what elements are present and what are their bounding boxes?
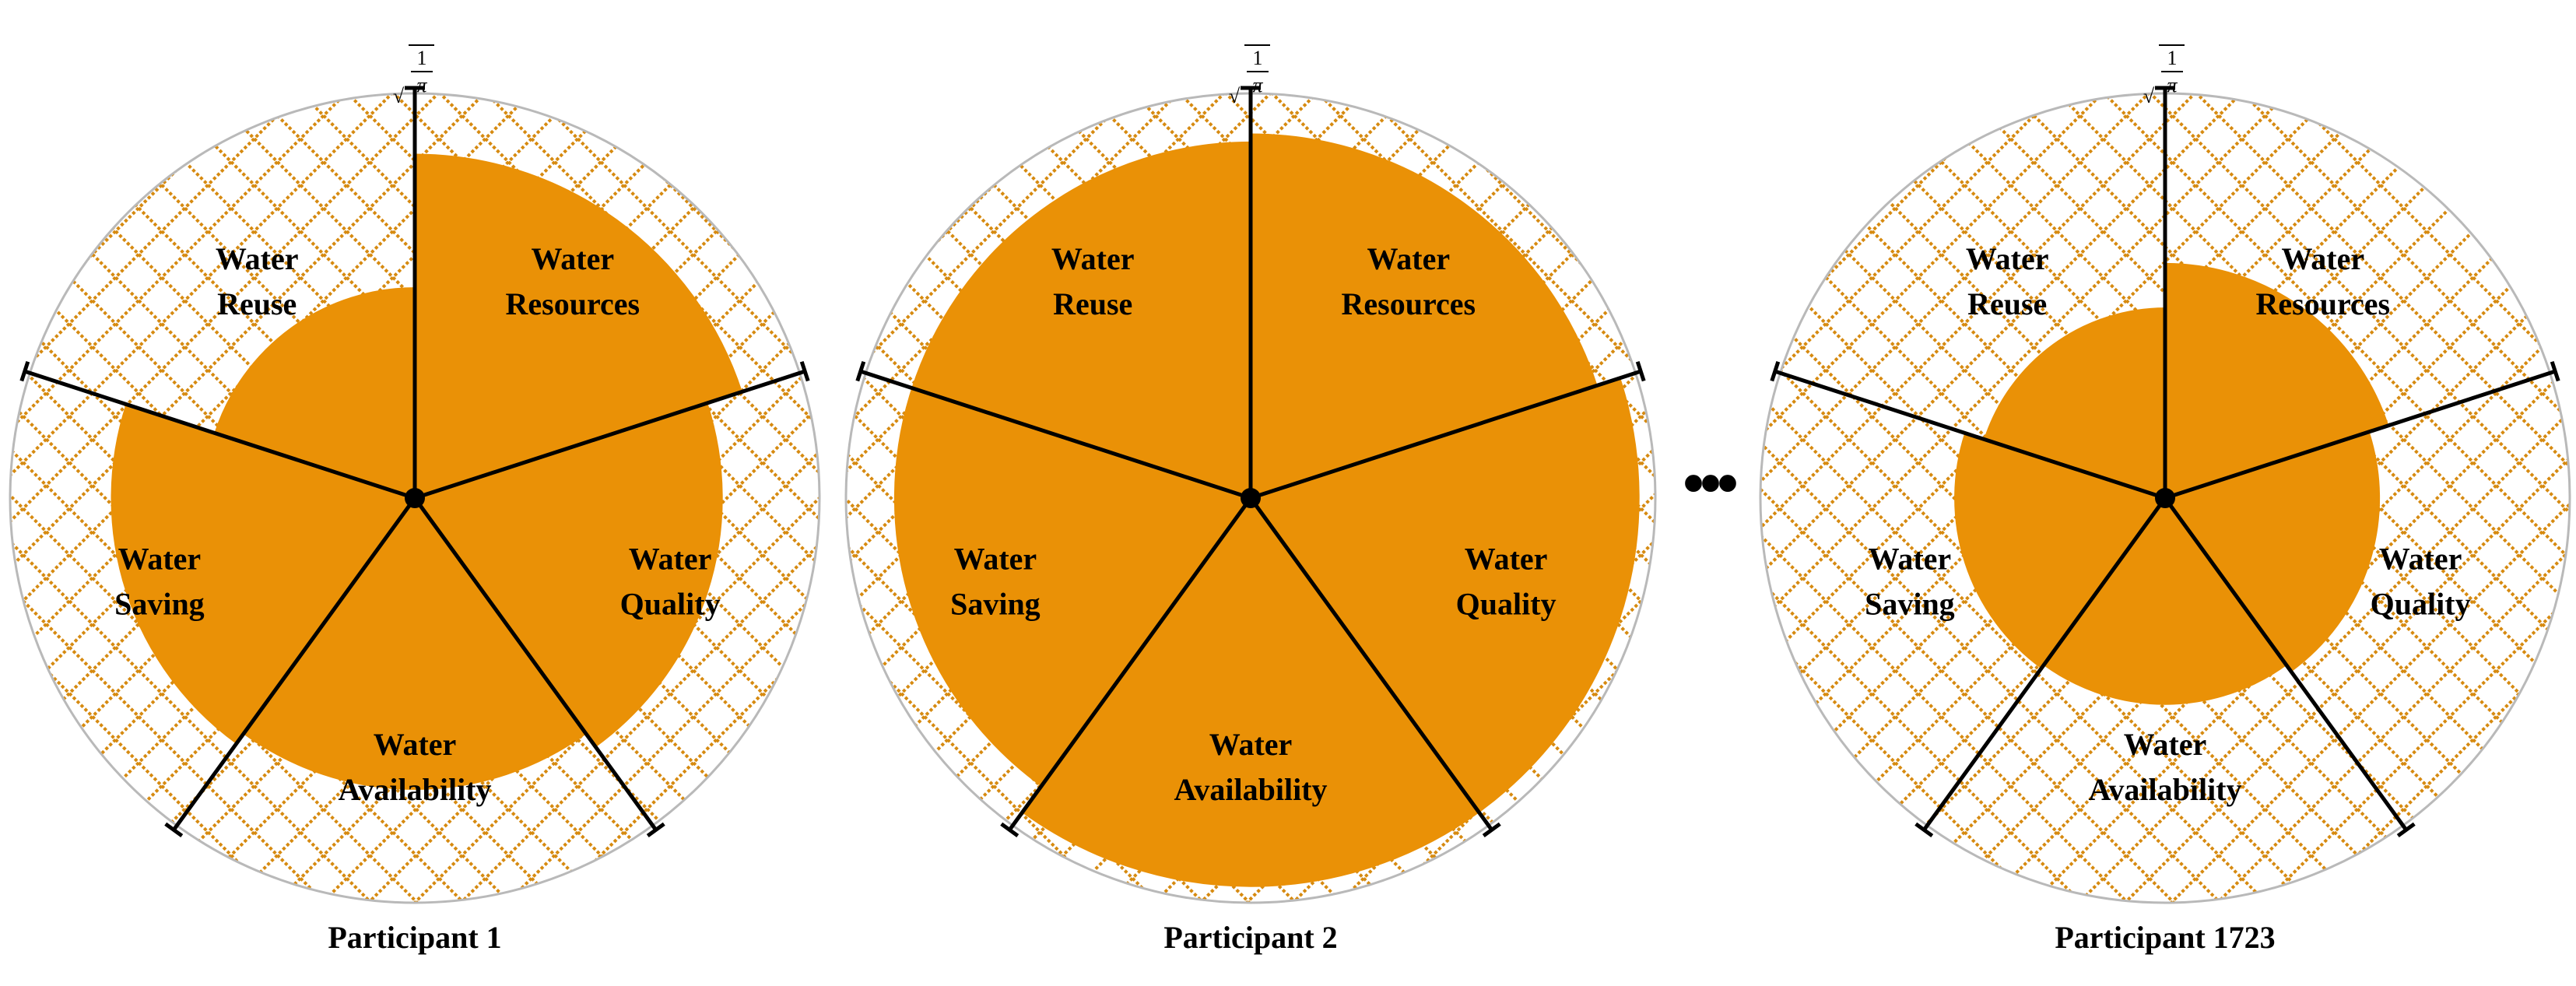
axis-tick: [855, 361, 866, 382]
axis-tick: [1000, 822, 1020, 838]
axis-max-radical: √: [393, 85, 405, 107]
axis-tick: [1482, 822, 1501, 838]
sector: [1983, 307, 2166, 499]
axis-tick: [646, 822, 665, 838]
axis-tick: [1635, 361, 1646, 382]
axis-line: [1248, 497, 1493, 831]
axis-tick: [1914, 822, 1934, 838]
axis-line: [1008, 497, 1253, 831]
sector: [1021, 497, 1480, 887]
axis-max-denominator: π: [416, 74, 427, 96]
axis-max-denominator: π: [1252, 74, 1263, 96]
sector: [111, 403, 416, 745]
ellipsis-separator: •••: [1683, 450, 1736, 518]
sector: [893, 387, 1251, 787]
axis-max-radical: √: [2143, 85, 2155, 107]
sector: [414, 402, 723, 748]
axis-line: [412, 497, 658, 831]
axis-tick: [19, 361, 30, 382]
center-dot: [405, 488, 425, 508]
axis-max-numerator: 1: [1253, 47, 1263, 69]
axis-line: [24, 369, 416, 500]
axis-line: [172, 497, 417, 831]
axis-max-denominator: π: [2167, 74, 2178, 96]
axis-line: [1250, 369, 1641, 500]
sector: [214, 287, 416, 499]
axis-max-numerator: 1: [2167, 47, 2178, 69]
sector: [1954, 432, 2166, 669]
axis-line: [2164, 369, 2556, 500]
axis-line: [2163, 497, 2408, 831]
axis-line: [1922, 497, 2167, 831]
sector: [2043, 497, 2287, 705]
axis-line: [414, 369, 805, 500]
sector: [1250, 377, 1640, 813]
sector: [243, 497, 587, 790]
axis-tick: [799, 361, 810, 382]
axis-line: [1774, 369, 2166, 500]
axis-tick: [164, 822, 184, 838]
sector: [1250, 133, 1598, 499]
sector: [414, 153, 742, 499]
panel-title: Participant 2: [1163, 920, 1337, 955]
axis-tick: [2550, 361, 2560, 382]
sector: [2164, 431, 2381, 672]
center-dot: [1241, 488, 1261, 508]
axis-line: [860, 369, 1251, 500]
center-dot: [2155, 488, 2175, 508]
panel-title: Participant 1: [328, 920, 501, 955]
sector: [2164, 262, 2389, 499]
panel-title: Participant 1723: [2055, 920, 2275, 955]
sector: [911, 141, 1251, 499]
axis-max-numerator: 1: [417, 47, 427, 69]
axis-tick: [1770, 361, 1781, 382]
axis-max-radical: √: [1229, 85, 1241, 107]
axis-tick: [2396, 822, 2416, 838]
